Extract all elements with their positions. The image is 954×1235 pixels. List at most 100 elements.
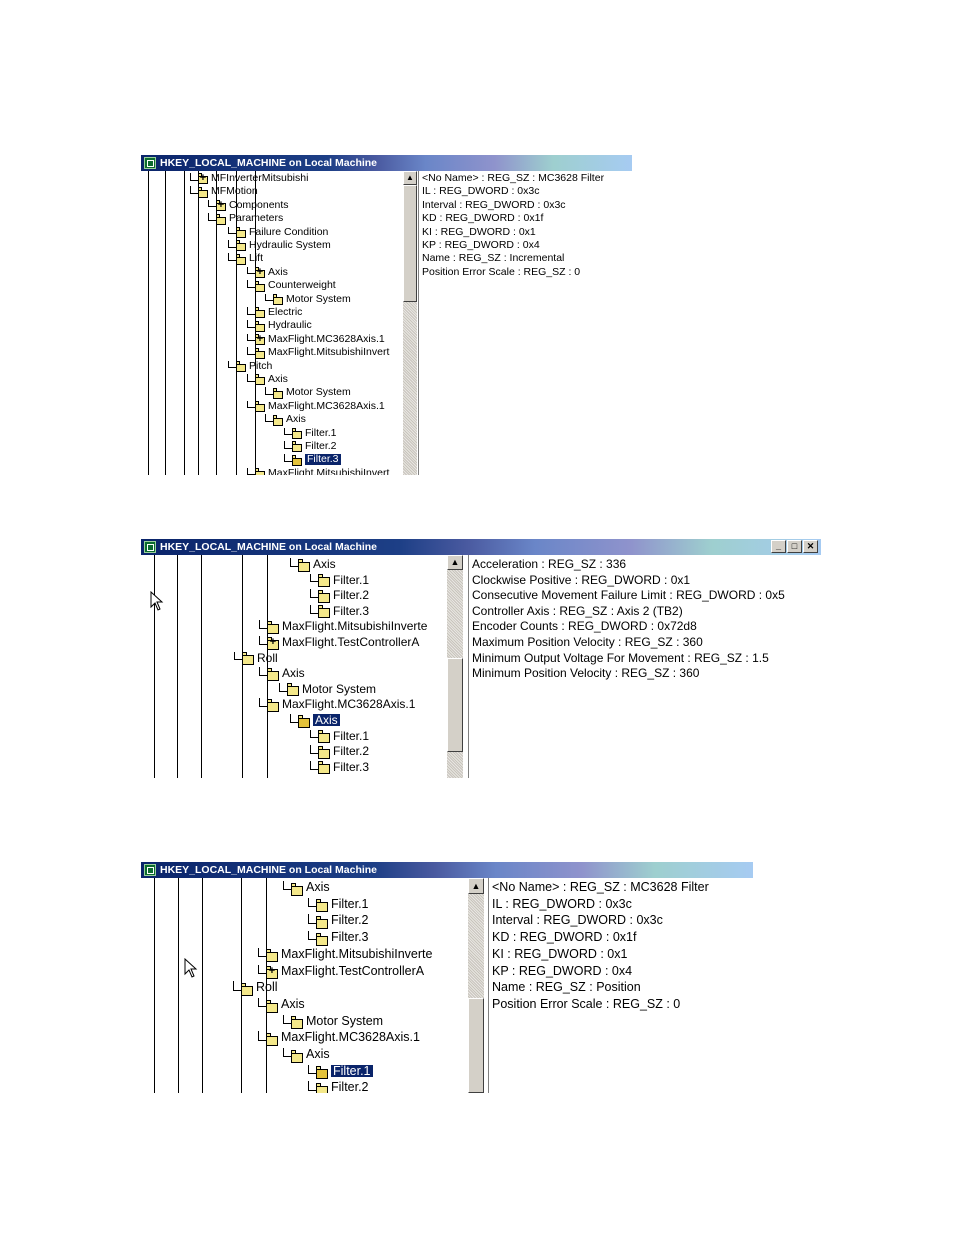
tree-node[interactable]: Filter.3: [308, 931, 369, 948]
tree-scrollbar[interactable]: ▲: [447, 555, 463, 778]
tree-node[interactable]: Axis: [265, 414, 306, 427]
open-folder-icon[interactable]: [316, 1066, 328, 1080]
registry-value-row[interactable]: Position Error Scale : REG_SZ : 0: [492, 996, 681, 1011]
tree-node[interactable]: Axis: [290, 714, 340, 730]
tree-node[interactable]: MFMotion: [190, 186, 258, 199]
tree-node[interactable]: Filter.1: [308, 898, 369, 915]
registry-value-row[interactable]: <No Name> : REG_SZ : MC3628 Filter: [492, 880, 709, 894]
close-button[interactable]: ✕: [803, 540, 818, 553]
folder-icon[interactable]: [291, 1016, 303, 1030]
registry-value-row[interactable]: KI : REG_DWORD : 0x1: [422, 225, 536, 238]
folder-icon[interactable]: [267, 698, 279, 712]
folder-icon[interactable]: [267, 667, 279, 681]
registry-value-row[interactable]: Name : REG_SZ : Position: [492, 980, 641, 995]
registry-value-row[interactable]: KD : REG_DWORD : 0x1f: [492, 930, 637, 945]
tree-node[interactable]: MaxFlight.MitsubishiInverte: [258, 948, 432, 965]
tree-node[interactable]: Motor System: [283, 1015, 383, 1032]
tree-scrollbar[interactable]: ▲: [403, 171, 417, 475]
tree-node[interactable]: MaxFlight.TestControllerA: [259, 636, 419, 652]
folder-icon[interactable]: [236, 240, 246, 252]
registry-value-row[interactable]: Position Error Scale : REG_SZ : 0: [422, 265, 581, 278]
maximize-button[interactable]: □: [787, 540, 802, 553]
registry-value-row[interactable]: KI : REG_DWORD : 0x1: [492, 946, 628, 961]
scroll-up-arrow-icon[interactable]: ▲: [468, 878, 484, 894]
folder-icon[interactable]: [291, 882, 303, 896]
title-bar[interactable]: HKEY_LOCAL_MACHINE on Local Machine: [141, 155, 632, 171]
folder-icon[interactable]: [318, 605, 330, 619]
tree-node[interactable]: Filter.2: [284, 441, 337, 454]
registry-value-row[interactable]: IL : REG_DWORD : 0x3c: [492, 896, 632, 911]
tree-node[interactable]: Filter.2: [310, 589, 369, 605]
folder-icon[interactable]: [255, 307, 265, 319]
tree-node[interactable]: Filter.3: [284, 454, 341, 467]
tree-node[interactable]: Filter.2: [308, 1081, 369, 1093]
tree-node[interactable]: Roll: [234, 651, 278, 668]
folder-icon[interactable]: [318, 730, 330, 744]
folder-icon[interactable]: [255, 374, 265, 386]
tree-node[interactable]: Axis: [247, 267, 288, 280]
folder-icon[interactable]: [236, 253, 246, 265]
folder-icon[interactable]: [318, 745, 330, 759]
folder-icon[interactable]: [292, 427, 302, 439]
folder-icon[interactable]: [316, 932, 328, 946]
tree-node[interactable]: MFInverterMitsubishi: [190, 173, 308, 186]
tree-node[interactable]: Motor System: [265, 294, 351, 307]
scroll-thumb[interactable]: [447, 658, 463, 752]
tree-node[interactable]: MaxFlight.TestControllerA: [258, 964, 424, 982]
folder-icon[interactable]: [273, 414, 283, 426]
tree-node[interactable]: Filter.1: [284, 428, 337, 441]
folder-icon[interactable]: [198, 186, 208, 198]
folder-icon[interactable]: [255, 280, 265, 292]
tree-node[interactable]: Lift: [228, 253, 263, 266]
folder-icon[interactable]: [236, 226, 246, 238]
registry-value-row[interactable]: Consecutive Movement Failure Limit : REG…: [472, 588, 785, 603]
registry-value-row[interactable]: Maximum Position Velocity : REG_SZ : 360: [472, 634, 703, 649]
folder-icon[interactable]: [216, 213, 226, 225]
tree-node[interactable]: MaxFlight.MC3628Axis.1: [259, 698, 415, 714]
tree-node[interactable]: Hydraulic: [247, 320, 312, 333]
open-folder-icon[interactable]: [298, 714, 310, 728]
folder-icon[interactable]: [316, 1083, 328, 1093]
tree-node[interactable]: MaxFlight.MitsubishiInverte: [259, 620, 427, 636]
tree-node[interactable]: Roll: [233, 981, 278, 998]
scroll-thumb[interactable]: [403, 185, 417, 302]
tree-node[interactable]: Filter.1: [308, 1065, 373, 1082]
registry-value-row[interactable]: Interval : REG_DWORD : 0x3c: [422, 198, 566, 211]
folder-icon[interactable]: [267, 620, 279, 634]
scroll-up-arrow-icon[interactable]: ▲: [447, 555, 463, 570]
tree-node[interactable]: Electric: [247, 307, 302, 320]
tree-node[interactable]: Hydraulic System: [228, 240, 331, 253]
registry-value-row[interactable]: KP : REG_DWORD : 0x4: [422, 239, 540, 252]
registry-value-row[interactable]: IL : REG_DWORD : 0x3c: [422, 185, 540, 198]
tree-node[interactable]: Components: [208, 200, 289, 213]
folder-icon[interactable]: [318, 589, 330, 603]
folder-icon[interactable]: [266, 999, 278, 1013]
tree-node[interactable]: Pitch: [228, 361, 272, 374]
registry-value-row[interactable]: Controller Axis : REG_SZ : Axis 2 (TB2): [472, 603, 683, 618]
registry-value-row[interactable]: Minimum Position Velocity : REG_SZ : 360: [472, 666, 700, 681]
title-bar[interactable]: HKEY_LOCAL_MACHINE on Local Machine _ □ …: [141, 539, 821, 555]
folder-icon[interactable]: [318, 574, 330, 588]
folder-icon[interactable]: [316, 916, 328, 930]
title-bar[interactable]: HKEY_LOCAL_MACHINE on Local Machine: [141, 862, 753, 878]
folder-icon[interactable]: [255, 334, 265, 346]
scroll-up-arrow-icon[interactable]: ▲: [403, 171, 417, 185]
tree-scrollbar[interactable]: ▲: [468, 878, 484, 1093]
folder-icon[interactable]: [266, 966, 278, 980]
folder-icon[interactable]: [318, 761, 330, 775]
folder-icon[interactable]: [216, 200, 226, 212]
registry-value-row[interactable]: Interval : REG_DWORD : 0x3c: [492, 913, 663, 928]
folder-icon[interactable]: [255, 267, 265, 279]
tree-node[interactable]: Failure Condition: [228, 227, 328, 240]
folder-icon[interactable]: [267, 636, 279, 650]
tree-node[interactable]: Axis: [283, 1048, 330, 1065]
folder-icon[interactable]: [316, 899, 328, 913]
open-folder-icon[interactable]: [292, 454, 302, 466]
tree-node[interactable]: MaxFlight.MitsubishiInvert: [247, 347, 389, 360]
tree-node[interactable]: Filter.3: [310, 604, 369, 621]
registry-value-row[interactable]: Minimum Output Voltage For Movement : RE…: [472, 650, 769, 665]
folder-icon[interactable]: [292, 441, 302, 453]
folder-icon[interactable]: [273, 387, 283, 399]
tree-node[interactable]: MaxFlight.MC3628Axis.1: [247, 334, 385, 347]
tree-node[interactable]: Axis: [259, 667, 305, 683]
